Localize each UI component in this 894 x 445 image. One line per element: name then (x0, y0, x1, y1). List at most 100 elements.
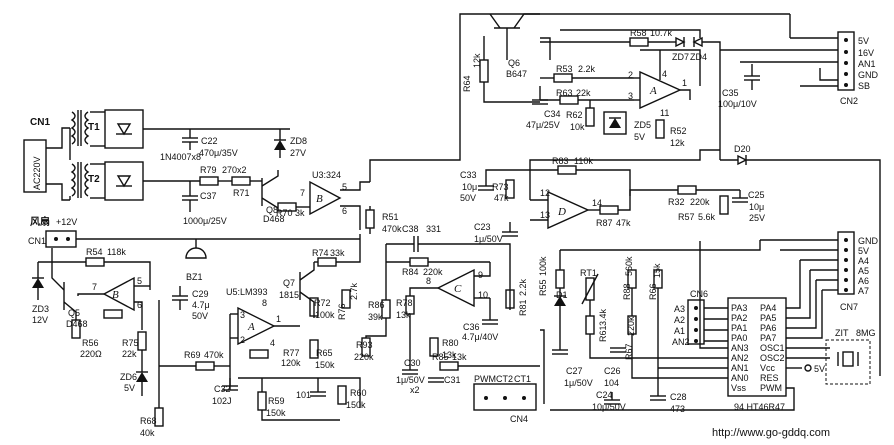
opamp-c-letter: C (454, 283, 462, 295)
r51-value: 470k (382, 224, 402, 234)
resistor-r81: R81 2.2k (505, 278, 528, 316)
c23-label: C23 (474, 222, 491, 232)
connector-cn6: CN6 A3 A2 A1 AN2 (672, 289, 728, 347)
resistor-r68: R68 40k (140, 407, 164, 438)
r67-label: R67 (624, 343, 634, 360)
c29-label: C29 (192, 289, 209, 299)
resistor-r75: R75 22k (103, 309, 139, 359)
r78-label: R78 (396, 298, 413, 308)
r74-value: 33k (330, 248, 345, 258)
q7-value: 1815 (279, 290, 299, 300)
r69-label: R69 (184, 350, 201, 360)
transistor-q6: Q6 B647 (489, 13, 540, 79)
resistor-r79: R79 270x2 (199, 165, 247, 186)
opamp-a-pin2: 2 (628, 70, 633, 80)
zd3-value: 12V (32, 315, 48, 325)
r62-label: R62 (566, 110, 583, 120)
opamp-b2-letter: B (112, 289, 119, 301)
r75-label: R75 (122, 338, 139, 348)
mcu-osc2: OSC2 (760, 353, 785, 363)
opamp-c-pin9: 9 (478, 270, 483, 280)
r72-label: R72 (314, 298, 331, 308)
r62-value: 10k (570, 122, 585, 132)
zd5-label: ZD5 (634, 120, 651, 130)
cn4-label: CN4 (510, 414, 528, 424)
resistor-r70: R70 3k (276, 202, 305, 218)
opamp-d-pin12: 12 (540, 188, 550, 198)
c33-label: C33 (460, 170, 477, 180)
opamp-d-pin14: 14 (592, 198, 602, 208)
mcu-osc1: OSC1 (760, 343, 785, 353)
r55-label: R55 (538, 279, 548, 296)
q6-value: B647 (506, 69, 527, 79)
c24-label: C24 (596, 390, 613, 400)
r64-label: R64 (462, 75, 472, 92)
mcu-label: 94 HT46R47 (734, 402, 785, 412)
cn7-pin-a6: A6 (858, 276, 869, 286)
resistor-r60: R60 150k (337, 385, 367, 410)
r85-label: R85 (432, 352, 449, 362)
u3b-pin5: 5 (342, 182, 347, 192)
zd6-label: ZD6 (120, 372, 137, 382)
c24-value: 10μ/50V (592, 402, 626, 412)
resistor-r71: R71 (231, 176, 251, 198)
cn6-a3: A3 (674, 304, 685, 314)
capacitor-c24: C24 10μ/50V (592, 390, 626, 412)
resistor-r53: R53 2.2k (553, 64, 596, 83)
crystal-freq-label: 8MG (856, 328, 876, 338)
cn7-pin-a5: A5 (858, 266, 869, 276)
cn4-pwm: PWM (474, 374, 496, 384)
r87-label: R87 (596, 218, 613, 228)
vcc-5v-marker: 5V (804, 364, 825, 374)
r81-value: 2.2k (518, 278, 528, 296)
c33-voltage: 50V (460, 193, 476, 203)
b2-pin5: 5 (137, 276, 142, 286)
transformer-t2: T2 (70, 162, 100, 198)
cn2-pin-gnd: GND (858, 70, 879, 80)
r83-label: R83 (552, 156, 569, 166)
u3b-pin6: 6 (342, 206, 347, 216)
r51-label: R51 (382, 212, 399, 222)
r93-label: R93 (356, 340, 373, 350)
resistor-r51: R51 470k (365, 206, 402, 234)
resistor-r88: R88 560k (622, 256, 637, 300)
capacitor-c26: C26 104 (604, 347, 626, 388)
r79-label: R79 (200, 165, 217, 175)
fan-label: 风扇 (30, 215, 50, 228)
bz1-label: BZ1 (186, 272, 203, 282)
mcu-an0: AN0 (731, 373, 749, 383)
buzzer-bz1: BZ1 (185, 239, 207, 282)
watermark-url: http://www.go-gddq.com (712, 427, 830, 439)
bridge-rectifier-1 (90, 109, 190, 149)
fan-12v-label: +12V (56, 217, 77, 227)
r87-value: 47k (616, 218, 631, 228)
zd5-value: 5V (634, 132, 645, 142)
mcu-res: RES (760, 373, 779, 383)
diode-d1: D1 (554, 288, 568, 306)
connector-cn2: 5V 16V AN1 GND SB CN2 (720, 31, 879, 106)
c101-label: 101 (296, 390, 311, 400)
d20-label: D20 (734, 144, 751, 154)
opamp-u3-b2: B 7 5 6 (77, 276, 150, 330)
c28-value: 473 (670, 404, 685, 414)
diode-d20: D20 (720, 144, 881, 376)
opamp-c-pin10: 10 (478, 290, 488, 300)
cn6-a1: A1 (674, 326, 685, 336)
r78-value: 13k (396, 310, 411, 320)
resistor-r73: R73 47k (492, 179, 515, 203)
c31-label: C31 (444, 375, 461, 385)
r64-value: 12k (472, 53, 482, 68)
c32-label: C32 (214, 384, 231, 394)
c35-value: 100μ/10V (718, 99, 757, 109)
r88-value: 560k (624, 256, 634, 276)
r79-value: 270x2 (222, 165, 247, 175)
c34-label: C34 (544, 109, 561, 119)
r59-value: 150k (266, 408, 286, 418)
r86-value: 39k (368, 312, 383, 322)
opamp-d-letter: D (557, 206, 566, 218)
q6-label: Q6 (508, 58, 520, 68)
capacitor-c23: C23 1μ/50V (474, 222, 518, 244)
c36-label: C36 (463, 322, 480, 332)
c30-mult: x2 (410, 385, 420, 395)
